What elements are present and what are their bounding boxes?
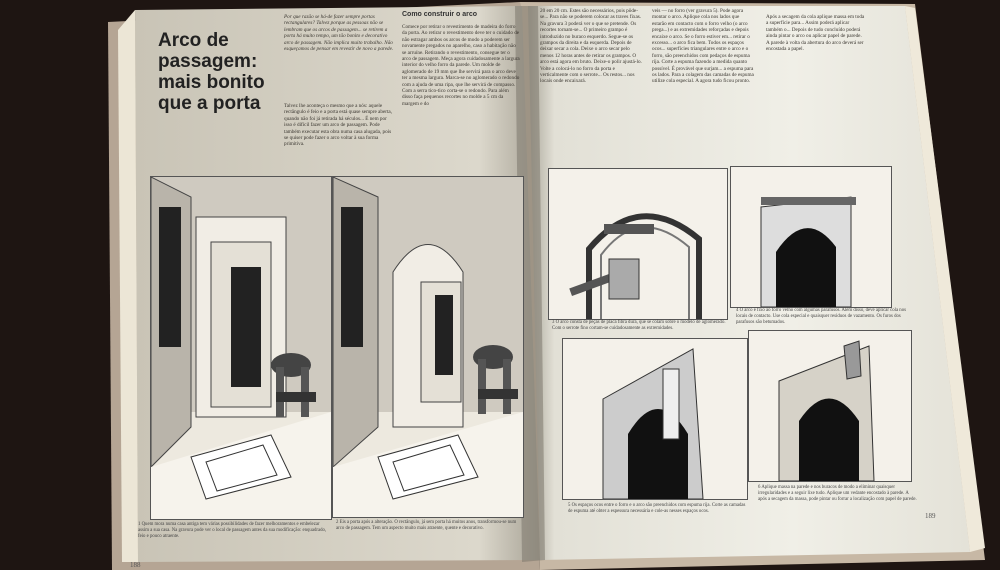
- body-text: Talvez lhe aconteça o mesmo que a nós: a…: [284, 103, 393, 148]
- page-number-right: 189: [925, 512, 936, 520]
- caption-1: 1 Quem mora numa casa antiga tem várias …: [138, 522, 327, 539]
- illustration-before: [150, 176, 332, 520]
- caption-6: 6 Aplique massa na parede e nos buracos …: [758, 485, 917, 502]
- page-number-left: 188: [130, 561, 141, 569]
- article-title: Arco de passagem: mais bonito que a port…: [158, 30, 265, 114]
- illustration-after: [332, 176, 524, 518]
- column-heading: Como construir o arco: [402, 11, 478, 18]
- illustration-3: [548, 168, 728, 320]
- illustration-6: [748, 330, 912, 482]
- illustration-4: [730, 166, 892, 308]
- right-column-3: Após a secagem da cola aplique massa em …: [766, 14, 865, 53]
- caption-3: 3 O arco consta de peças de placa fibra …: [552, 320, 726, 331]
- caption-2: 2 Eis a porta após a alteração. O rectân…: [336, 520, 517, 531]
- column-text: Comece por retirar o revestimento de mad…: [402, 24, 520, 107]
- right-column-2: veis — no forro (ver gravura 5). Pode ag…: [652, 8, 754, 85]
- illustration-5: [562, 338, 748, 500]
- caption-5: 5 Os espaços ocos entre o forro e o arco…: [568, 503, 746, 514]
- intro-text: Por que razão se há-de fazer sempre port…: [284, 14, 394, 53]
- right-column-1: 20 em 20 cm. Estes são necessários, pois…: [540, 8, 642, 85]
- caption-4: 4 O arco é fixo ao forro velho com algum…: [736, 308, 906, 325]
